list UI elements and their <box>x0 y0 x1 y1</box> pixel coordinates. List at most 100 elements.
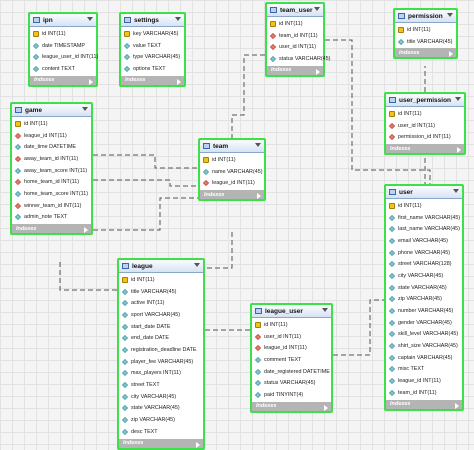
column-row[interactable]: zip VARCHAR(45) <box>386 294 462 306</box>
chevron-down-icon[interactable] <box>455 97 461 101</box>
column-row[interactable]: id INT(11) <box>386 200 462 212</box>
column-row[interactable]: away_team_score INT(11) <box>12 165 91 177</box>
table-header[interactable]: team <box>200 140 264 153</box>
column-row[interactable]: shirt_size VARCHAR(45) <box>386 340 462 352</box>
chevron-down-icon[interactable] <box>447 13 453 17</box>
column-row[interactable]: league_id INT(11) <box>386 375 462 387</box>
column-row[interactable]: date_time DATETIME <box>12 141 91 153</box>
table-header[interactable]: game <box>12 104 91 117</box>
column-row[interactable]: gender VARCHAR(45) <box>386 317 462 329</box>
column-row[interactable]: captain VARCHAR(45) <box>386 352 462 364</box>
column-row[interactable]: user_id INT(11) <box>386 120 464 132</box>
column-row[interactable]: state VARCHAR(45) <box>386 282 462 294</box>
indexes-footer[interactable]: Indexes <box>30 75 96 85</box>
indexes-footer[interactable]: Indexes <box>386 399 462 409</box>
column-row[interactable]: status VARCHAR(45) <box>267 53 330 65</box>
column-row[interactable]: active INT(11) <box>119 297 203 309</box>
column-row[interactable]: options TEXT <box>121 63 184 75</box>
table-header[interactable]: team_user <box>267 4 323 17</box>
column-row[interactable]: league_id INT(11) <box>12 130 91 142</box>
table-header[interactable]: league_user <box>252 305 331 318</box>
column-row[interactable]: player_fee VARCHAR(45) <box>119 356 203 368</box>
chevron-down-icon[interactable] <box>322 308 328 312</box>
column-row[interactable]: number VARCHAR(45) <box>386 305 462 317</box>
column-row[interactable]: max_players INT(11) <box>119 368 203 380</box>
column-row[interactable]: id INT(11) <box>119 274 203 286</box>
column-row[interactable]: email VARCHAR(45) <box>386 235 462 247</box>
table-header[interactable]: settings <box>121 14 184 27</box>
chevron-down-icon[interactable] <box>453 189 459 193</box>
table-header[interactable]: user <box>386 186 462 199</box>
column-row[interactable]: date_registered DATETIME <box>252 366 331 378</box>
column-row[interactable]: state VARCHAR(45) <box>119 403 203 415</box>
column-row[interactable]: admin_note TEXT <box>12 212 91 224</box>
indexes-footer[interactable]: Indexes <box>12 224 91 234</box>
column-row[interactable]: home_team_id INT(11) <box>12 176 91 188</box>
column-row[interactable]: id INT(11) <box>267 18 323 30</box>
column-row[interactable]: name VARCHAR(45) <box>200 166 264 178</box>
column-row[interactable]: first_name VARCHAR(45) <box>386 212 462 224</box>
column-row[interactable]: winner_team_id INT(11) <box>12 200 91 212</box>
column-row[interactable]: value TEXT <box>121 40 184 52</box>
indexes-footer[interactable]: Indexes <box>121 75 184 85</box>
column-row[interactable]: id INT(11) <box>12 118 91 130</box>
column-row[interactable]: street TEXT <box>119 379 203 391</box>
column-row[interactable]: id INT(11) <box>200 154 264 166</box>
column-row[interactable]: permission_id INT(11) <box>386 131 464 143</box>
column-row[interactable]: title VARCHAR(45) <box>119 286 203 298</box>
column-row[interactable]: away_team_id INT(11) <box>12 153 91 165</box>
column-row[interactable]: zip VARCHAR(45) <box>119 414 203 426</box>
column-row[interactable]: key VARCHAR(45) <box>121 28 184 40</box>
indexes-footer[interactable]: Indexes <box>119 438 203 448</box>
chevron-down-icon[interactable] <box>255 143 261 147</box>
table-header[interactable]: league <box>119 260 203 273</box>
chevron-down-icon[interactable] <box>194 263 200 267</box>
table-header[interactable]: permission <box>395 10 456 23</box>
column-row[interactable]: last_name VARCHAR(45) <box>386 223 462 235</box>
column-row[interactable]: registration_deadline DATE <box>119 344 203 356</box>
column-row[interactable]: id INT(11) <box>395 24 456 36</box>
indexes-footer[interactable]: Indexes <box>252 401 331 411</box>
indexes-footer[interactable]: Indexes <box>395 48 456 58</box>
table-header[interactable]: user_permission <box>386 94 464 107</box>
table-header[interactable]: ipn <box>30 14 96 27</box>
column-row[interactable]: desc TEXT <box>119 426 203 438</box>
column-row[interactable]: league_id INT(11) <box>200 177 264 189</box>
chevron-down-icon[interactable] <box>175 17 181 21</box>
column-row[interactable]: street VARCHAR(128) <box>386 258 462 270</box>
column-row[interactable]: date TIMESTAMP <box>30 40 96 52</box>
column-row[interactable]: end_date DATE <box>119 332 203 344</box>
column-row[interactable]: misc TEXT <box>386 364 462 376</box>
column-row[interactable]: user_id INT(11) <box>267 41 323 53</box>
column-row[interactable]: skill_level VARCHAR(45) <box>386 329 462 341</box>
column-row[interactable]: type VARCHAR(45) <box>121 51 184 63</box>
column-row[interactable]: user_id INT(11) <box>252 331 331 343</box>
chevron-down-icon[interactable] <box>82 107 88 111</box>
column-row[interactable]: city VARCHAR(45) <box>119 391 203 403</box>
chevron-down-icon[interactable] <box>87 17 93 21</box>
column-row[interactable]: city VARCHAR(45) <box>386 270 462 282</box>
indexes-footer[interactable]: Indexes <box>200 190 264 200</box>
column-row[interactable]: id INT(11) <box>30 28 96 40</box>
column-row[interactable]: status VARCHAR(45) <box>252 377 331 389</box>
column-row[interactable]: comment TEXT <box>252 354 331 366</box>
column-row[interactable]: id INT(11) <box>252 319 331 331</box>
column-row[interactable]: content TEXT <box>30 63 96 75</box>
column-row[interactable]: team_id INT(11) <box>267 30 323 42</box>
column-row[interactable]: home_team_score INT(11) <box>12 188 91 200</box>
column-row[interactable]: paid TINYINT(4) <box>252 389 331 401</box>
column-row[interactable]: title VARCHAR(45) <box>395 36 456 48</box>
column-row[interactable]: sport VARCHAR(45) <box>119 309 203 321</box>
column-row[interactable]: team_id INT(11) <box>386 387 462 399</box>
indexes-footer[interactable]: Indexes <box>386 144 464 154</box>
